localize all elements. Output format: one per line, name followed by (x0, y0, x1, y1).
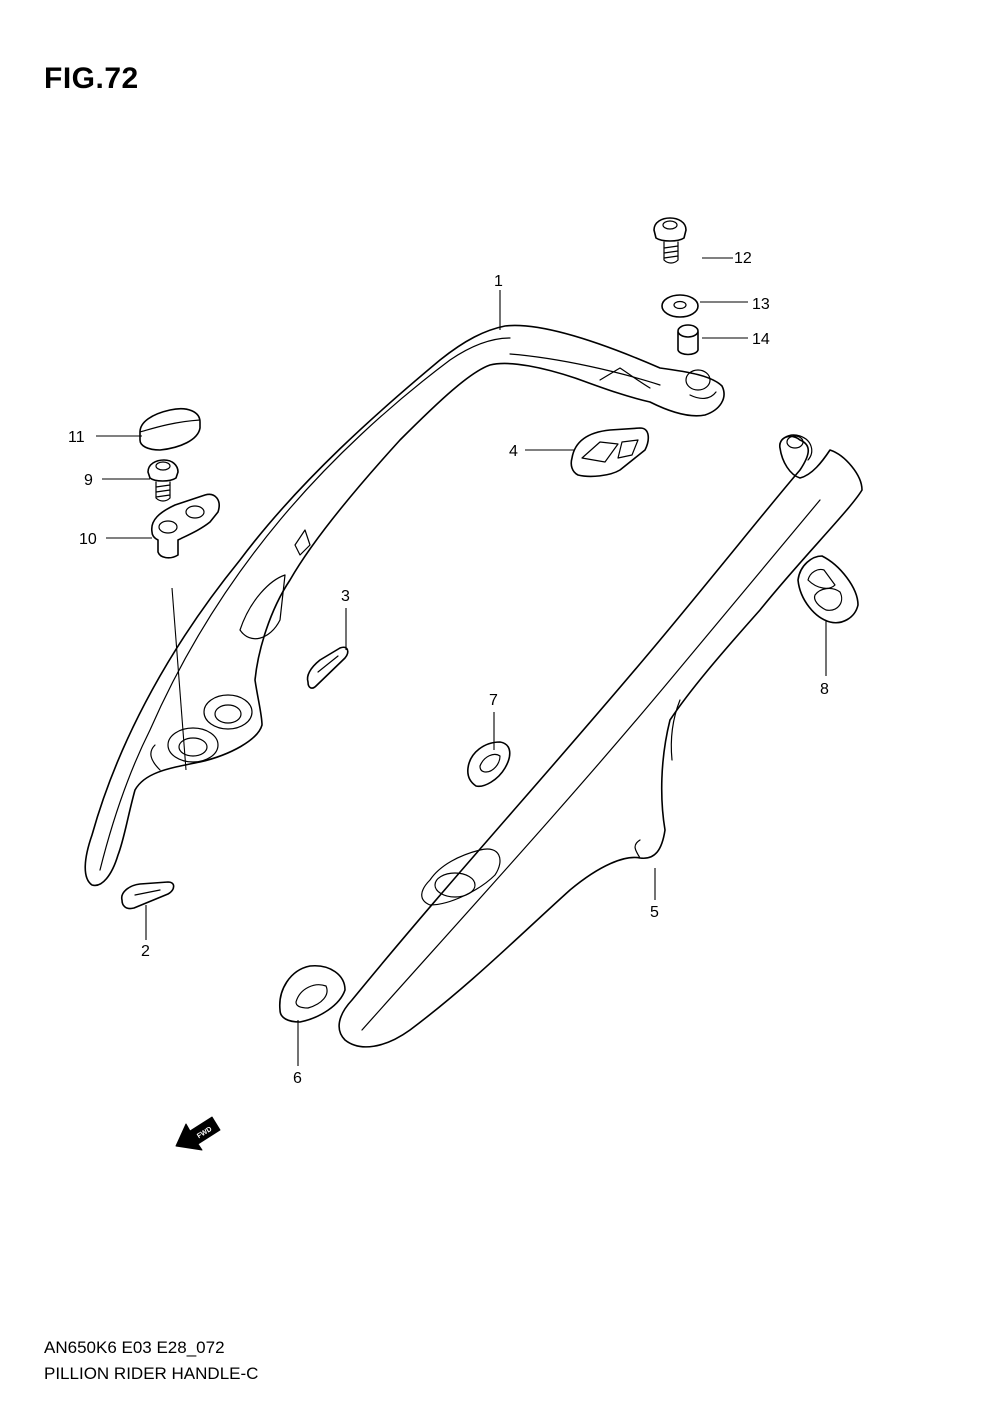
callout-6: 6 (293, 1070, 302, 1087)
callout-14: 14 (752, 331, 770, 348)
callout-7: 7 (489, 692, 498, 709)
part-8-spacer[interactable] (797, 555, 859, 624)
callout-4: 4 (509, 443, 518, 460)
part-4-spacer[interactable] (570, 427, 650, 478)
part-9-bolt[interactable] (147, 459, 179, 502)
fwd-arrow-icon: FWD (175, 1116, 221, 1151)
figure-name: PILLION RIDER HANDLE-C (44, 1364, 259, 1383)
callout-8: 8 (820, 681, 829, 698)
part-12-bolt[interactable] (653, 217, 687, 264)
callout-13: 13 (752, 296, 770, 313)
part-14-collar[interactable] (677, 324, 699, 356)
part-10-bracket[interactable] (150, 493, 220, 559)
figure-code: AN650K6 E03 E28_072 (44, 1338, 225, 1357)
callout-11: 11 (68, 429, 85, 446)
figure-title: FIG.72 (44, 62, 139, 95)
callout-2: 2 (141, 943, 150, 960)
part-1-left-handle[interactable] (84, 324, 725, 887)
callout-3: 3 (341, 588, 350, 605)
callout-12: 12 (734, 250, 752, 267)
part-6-spacer[interactable] (279, 965, 346, 1023)
part-11-cap[interactable] (139, 407, 201, 451)
part-3-pad[interactable] (306, 646, 349, 689)
callout-5: 5 (650, 904, 659, 921)
figure-footer: AN650K6 E03 E28_072 PILLION RIDER HANDLE… (44, 1335, 258, 1387)
part-5-right-handle[interactable] (338, 434, 863, 1048)
callout-1: 1 (494, 273, 503, 290)
part-2-pad[interactable] (120, 881, 175, 910)
part-7-spacer[interactable] (467, 741, 511, 788)
callout-9: 9 (84, 472, 93, 489)
callout-10: 10 (79, 531, 97, 548)
part-13-washer[interactable] (661, 294, 699, 318)
